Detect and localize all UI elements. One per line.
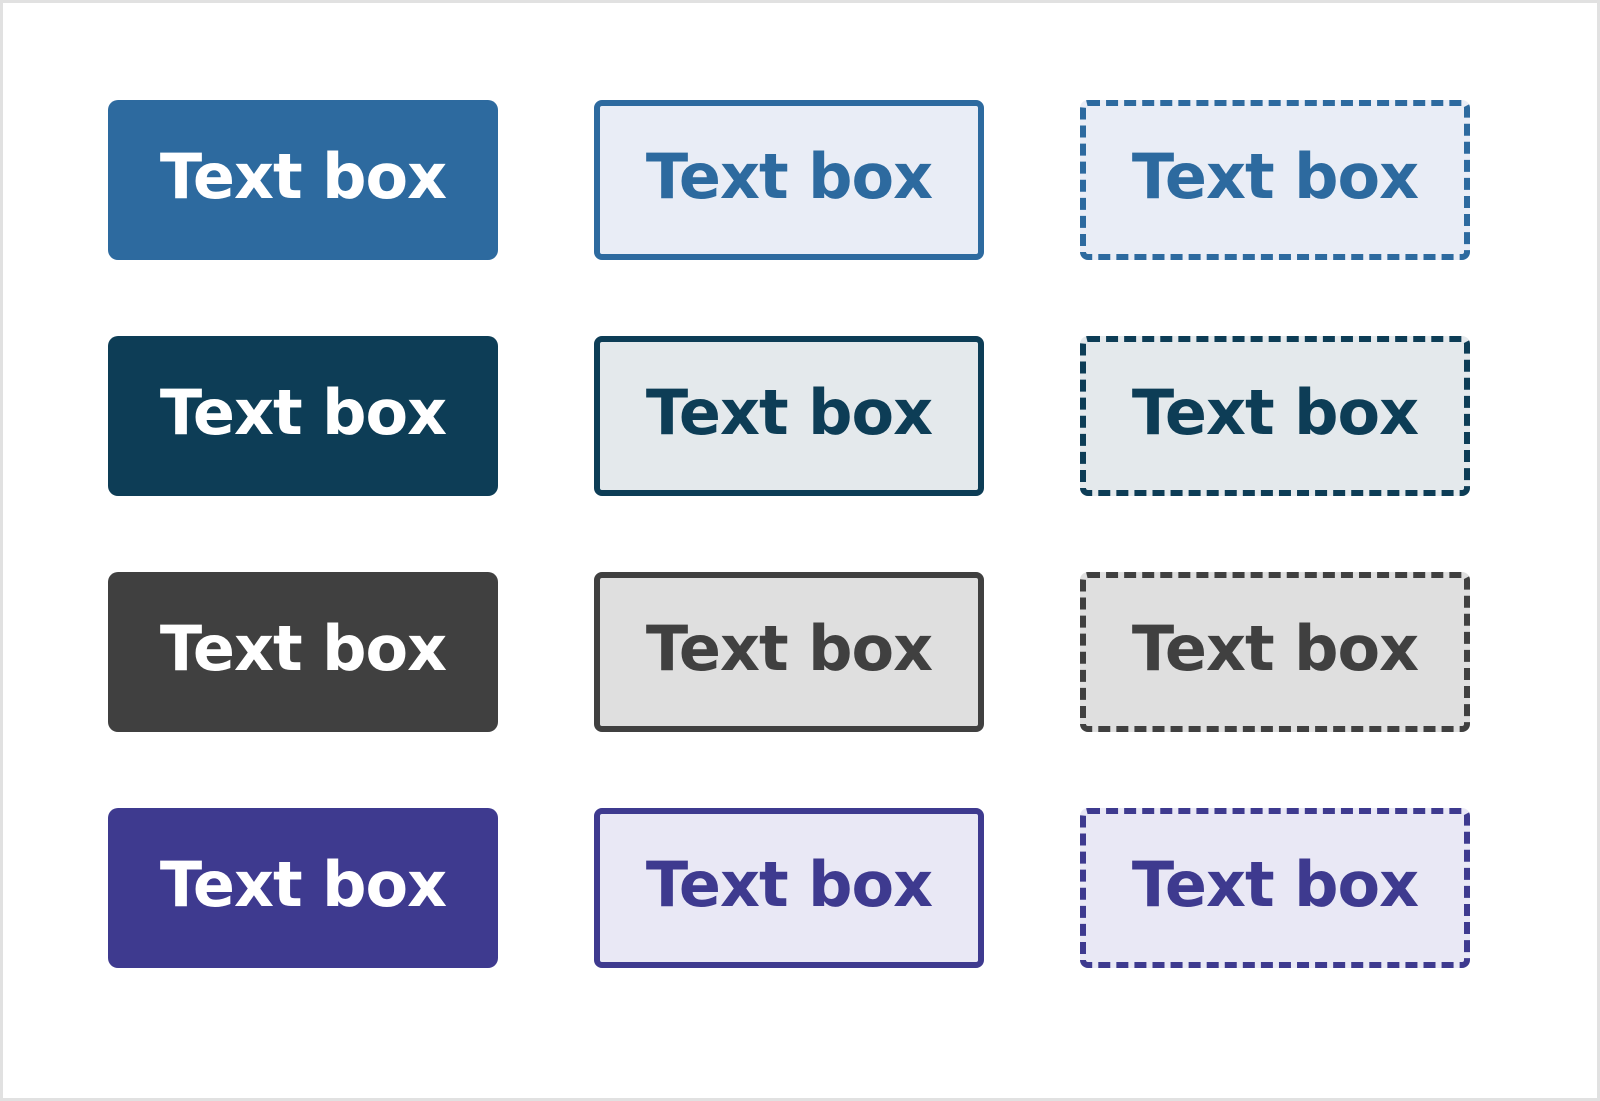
textbox-label: Text box [159,376,447,449]
textbox-navy-dashed[interactable]: Text box [1080,336,1470,496]
textbox-indigo-outline[interactable]: Text box [594,808,984,968]
textbox-indigo-solid[interactable]: Text box [108,808,498,968]
textbox-label: Text box [159,612,447,685]
textbox-blue-outline[interactable]: Text box [594,100,984,260]
textbox-label: Text box [645,848,933,921]
textbox-blue-dashed[interactable]: Text box [1080,100,1470,260]
textbox-blue-solid[interactable]: Text box [108,100,498,260]
textbox-label: Text box [645,376,933,449]
textbox-label: Text box [645,140,933,213]
textbox-navy-outline[interactable]: Text box [594,336,984,496]
textbox-label: Text box [645,612,933,685]
textbox-label: Text box [159,140,447,213]
textbox-label: Text box [1131,612,1419,685]
textbox-label: Text box [1131,376,1419,449]
textbox-label: Text box [1131,848,1419,921]
textbox-gray-outline[interactable]: Text box [594,572,984,732]
textbox-indigo-dashed[interactable]: Text box [1080,808,1470,968]
textbox-navy-solid[interactable]: Text box [108,336,498,496]
textbox-label: Text box [1131,140,1419,213]
textbox-style-grid: Text box Text box Text box Text box Text… [3,3,1597,968]
textbox-gray-dashed[interactable]: Text box [1080,572,1470,732]
textbox-gray-solid[interactable]: Text box [108,572,498,732]
textbox-label: Text box [159,848,447,921]
